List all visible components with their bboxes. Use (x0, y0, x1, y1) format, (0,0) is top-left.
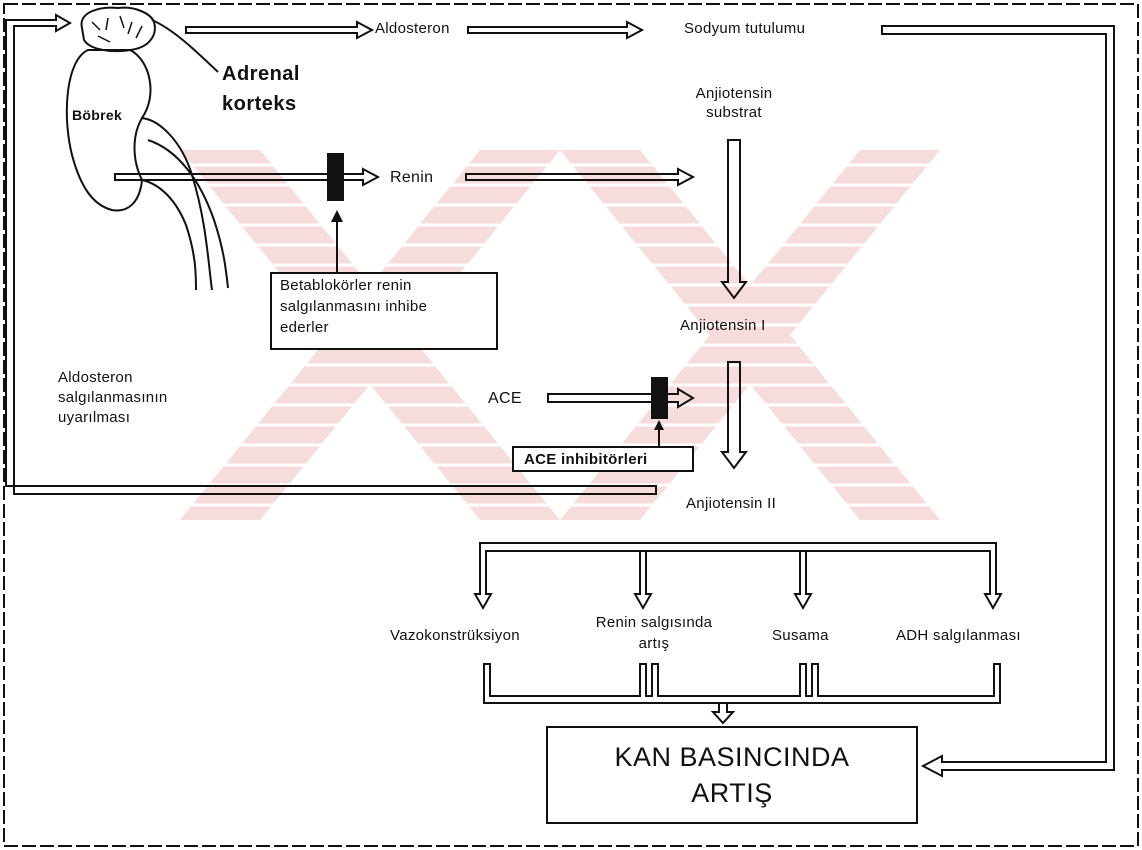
branch-arrow-renin (635, 551, 651, 608)
renin-artis-label-1: Renin salgısında (584, 613, 724, 632)
arrow-adrenal-aldosteron (186, 22, 372, 38)
susama-label: Susama (772, 626, 829, 645)
aldosteron-stim-label-3: uyarılması (58, 408, 130, 427)
adrenal-label: Adrenal (222, 62, 300, 86)
arrow-aldosteron-sodyum (468, 22, 642, 38)
kan-basinci-box: KAN BASINCINDA ARTIŞ (546, 726, 918, 824)
aldosteron-label: Aldosteron (375, 19, 450, 38)
renin-artis-label-2: artış (584, 634, 724, 653)
ace-label: ACE (488, 389, 522, 408)
beta-blocker-text-3: ederler (280, 318, 329, 337)
aldosteron-stim-label-1: Aldosteron (58, 368, 133, 387)
beta-blocker-text-1: Betablokörler renin (280, 276, 412, 295)
arrow-to-kan-basinci (713, 703, 733, 723)
anjiotensin-substrat-label-2: substrat (666, 103, 802, 122)
kan-basinci-text-1: KAN BASINCINDA (548, 740, 916, 774)
vazokonstruksiyon-label: Vazokonstrüksiyon (390, 626, 520, 645)
collection-bracket (484, 664, 1000, 703)
adrenal-label-2: korteks (222, 92, 297, 116)
blocker-bar-icon (651, 377, 668, 419)
branch-arrow-susama (795, 551, 811, 608)
kan-basinci-text-2: ARTIŞ (548, 776, 916, 810)
adh-label: ADH salgılanması (896, 626, 1021, 645)
ace-inhibitor-text: ACE inhibitörleri (524, 450, 647, 469)
adrenal-gland-icon (82, 8, 155, 51)
sodyum-label: Sodyum tutulumu (684, 19, 805, 38)
aldosteron-stim-label-2: salgılanmasının (58, 388, 168, 407)
renin-label: Renin (390, 168, 433, 187)
ace-inhibitor-box: ACE inhibitörleri (512, 446, 694, 472)
blocker-bar-icon (327, 153, 344, 201)
beta-inhibit-arrowhead (331, 210, 343, 222)
bobrek-label: Böbrek (72, 106, 122, 125)
beta-blocker-text-2: salgılanmasını inhibe (280, 297, 427, 316)
anjiotensin-1-label: Anjiotensin I (680, 316, 766, 335)
anjiotensin-2-label: Anjiotensin II (686, 494, 776, 513)
anjiotensin-substrat-label: Anjiotensin (666, 84, 802, 103)
beta-blocker-box: Betablokörler renin salgılanmasını inhib… (270, 272, 498, 350)
distribution-bracket (475, 543, 1001, 608)
